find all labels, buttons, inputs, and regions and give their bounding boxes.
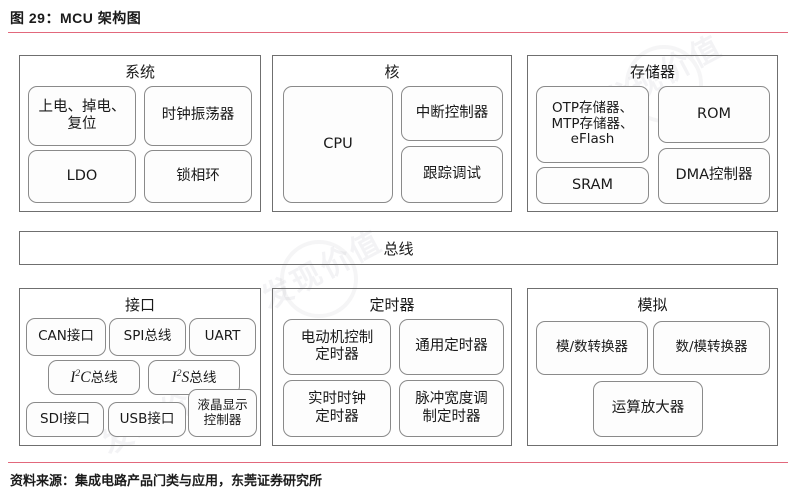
group-analog: 模拟 模/数转换器 数/模转换器 运算放大器 bbox=[527, 288, 778, 446]
block-sdi[interactable]: SDI接口 bbox=[26, 402, 104, 437]
group-system-title: 系统 bbox=[124, 63, 155, 81]
i2c-label: I2C总线 bbox=[70, 368, 118, 387]
block-dma-controller[interactable]: DMA控制器 bbox=[658, 148, 770, 204]
group-core: 核 CPU 中断控制器 跟踪调试 bbox=[272, 55, 512, 212]
i2s-s: S bbox=[181, 368, 190, 386]
block-dac[interactable]: 数/模转换器 bbox=[653, 321, 770, 375]
block-cpu[interactable]: CPU bbox=[283, 86, 393, 203]
i2s-i: I bbox=[171, 368, 177, 386]
group-timer: 定时器 电动机控制 定时器 通用定时器 实时时钟 定时器 脉冲宽度调 制定时器 bbox=[272, 288, 512, 446]
i2c-cjk: 总线 bbox=[90, 369, 118, 386]
i2c-sup: 2 bbox=[75, 367, 81, 379]
block-rtc-timer[interactable]: 实时时钟 定时器 bbox=[283, 380, 391, 437]
block-uart[interactable]: UART bbox=[189, 318, 256, 356]
group-system: 系统 上电、掉电、 复位 时钟振荡器 LDO 锁相环 bbox=[19, 55, 261, 212]
bus-label: 总线 bbox=[383, 239, 414, 258]
i2s-label: I2S总线 bbox=[172, 368, 217, 387]
block-interrupt-controller[interactable]: 中断控制器 bbox=[401, 86, 503, 141]
block-ldo[interactable]: LDO bbox=[28, 150, 136, 203]
title-divider bbox=[8, 32, 788, 33]
block-general-timer[interactable]: 通用定时器 bbox=[399, 319, 504, 375]
block-adc[interactable]: 模/数转换器 bbox=[536, 321, 648, 375]
i2c-c: C bbox=[80, 368, 91, 386]
group-timer-title: 定时器 bbox=[369, 296, 415, 314]
block-opamp[interactable]: 运算放大器 bbox=[593, 381, 703, 437]
block-otp-mtp-eflash[interactable]: OTP存储器、 MTP存储器、 eFlash bbox=[536, 86, 649, 163]
block-can[interactable]: CAN接口 bbox=[26, 318, 106, 356]
footer-divider bbox=[8, 462, 788, 463]
i2s-cjk: 总线 bbox=[189, 369, 217, 386]
block-motor-control-timer[interactable]: 电动机控制 定时器 bbox=[283, 319, 391, 375]
group-memory: 存储器 OTP存储器、 MTP存储器、 eFlash ROM SRAM DMA控… bbox=[527, 55, 778, 212]
page-title: 图 29：MCU 架构图 bbox=[10, 10, 142, 26]
i2s-sup: 2 bbox=[176, 367, 182, 379]
block-usb[interactable]: USB接口 bbox=[108, 402, 186, 437]
block-rom[interactable]: ROM bbox=[658, 86, 770, 143]
group-interface-title: 接口 bbox=[124, 296, 155, 314]
block-lcd-controller[interactable]: 液晶显示 控制器 bbox=[188, 389, 257, 437]
figure-source: 资料来源：集成电路产品门类与应用，东莞证券研究所 bbox=[10, 473, 323, 488]
block-sram[interactable]: SRAM bbox=[536, 167, 649, 204]
block-clock-oscillator[interactable]: 时钟振荡器 bbox=[144, 86, 252, 146]
bus-bar: 总线 bbox=[19, 231, 778, 265]
i2c-i: I bbox=[70, 368, 76, 386]
block-spi[interactable]: SPI总线 bbox=[109, 318, 186, 356]
group-core-title: 核 bbox=[384, 63, 400, 81]
block-trace-debug[interactable]: 跟踪调试 bbox=[401, 146, 503, 203]
block-pwm-timer[interactable]: 脉冲宽度调 制定时器 bbox=[399, 380, 504, 437]
group-analog-title: 模拟 bbox=[637, 296, 668, 314]
block-power-reset[interactable]: 上电、掉电、 复位 bbox=[28, 86, 136, 146]
group-interface: 接口 CAN接口 SPI总线 UART I2C总线 I2S总线 SDI接口 US… bbox=[19, 288, 261, 446]
block-pll[interactable]: 锁相环 bbox=[144, 150, 252, 203]
block-i2c[interactable]: I2C总线 bbox=[48, 360, 140, 395]
group-memory-title: 存储器 bbox=[629, 63, 675, 81]
